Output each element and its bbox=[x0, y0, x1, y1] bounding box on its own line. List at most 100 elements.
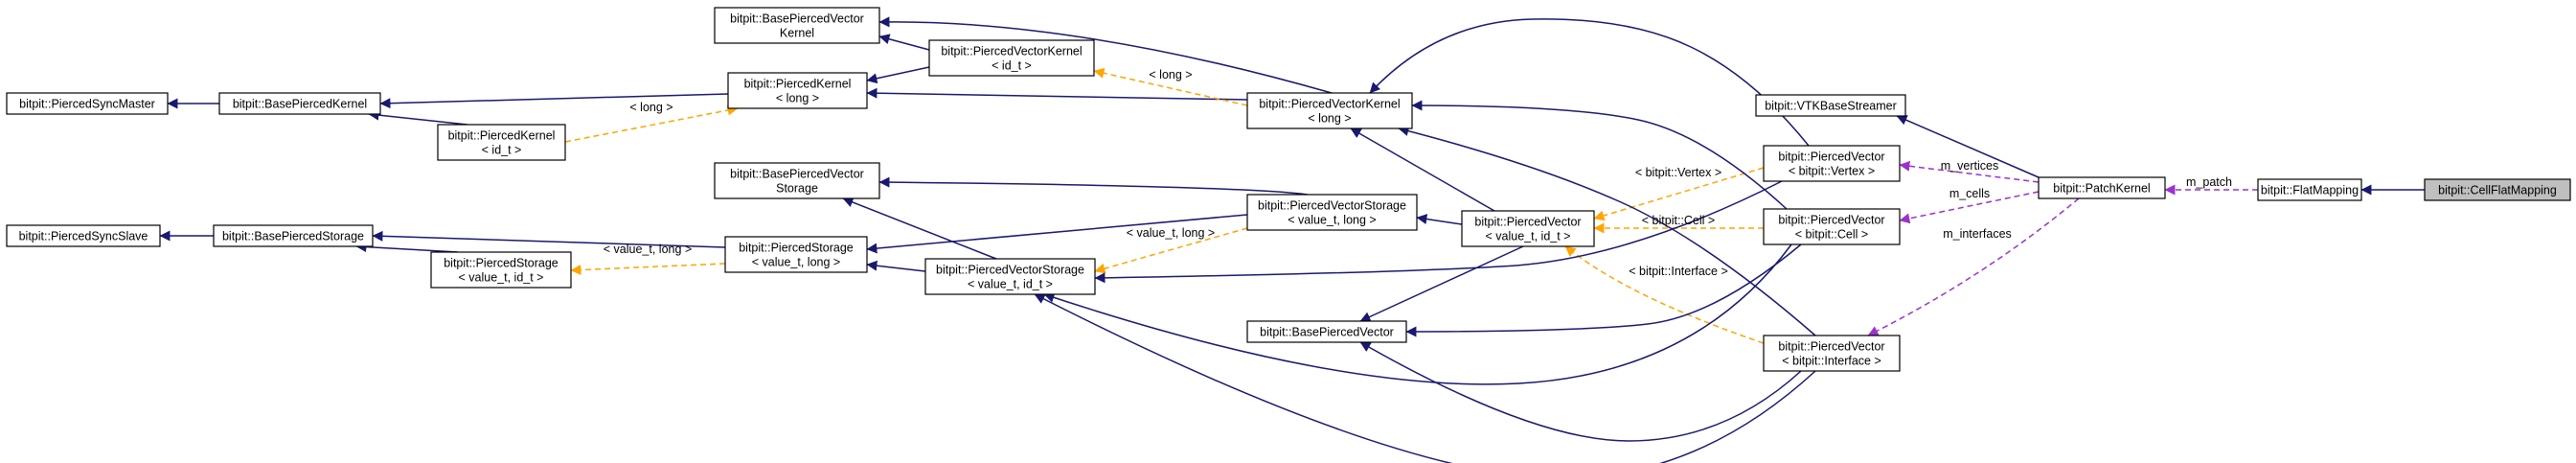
class-node-PiercedSyncSlave[interactable]: bitpit::PiercedSyncSlave bbox=[6, 224, 161, 247]
edge-line bbox=[1867, 197, 2080, 336]
edge-member-PV_Interface-PatchKernel bbox=[1867, 197, 2080, 336]
class-node-PV_Vertex[interactable]: bitpit::PiercedVector< bitpit::Vertex > bbox=[1763, 145, 1901, 182]
edge-inherit-PiercedVectorKernel_long-PV_Cell bbox=[1411, 100, 1788, 210]
class-name-line: < id_t > bbox=[482, 144, 522, 157]
class-node-PV_Cell[interactable]: bitpit::PiercedVector< bitpit::Cell > bbox=[1763, 208, 1901, 245]
edge-line bbox=[1094, 180, 1783, 284]
edge-template-PiercedVectorKernel_id-PiercedVectorKernel_long bbox=[1093, 67, 1248, 106]
class-name-line: bitpit::BasePiercedVector bbox=[730, 12, 864, 26]
edge-template-PiercedVectorStorage_id-PiercedVectorStorage_long bbox=[1094, 227, 1248, 274]
class-node-PiercedVectorKernel_long[interactable]: bitpit::PiercedVectorKernel< long > bbox=[1246, 92, 1413, 129]
class-node-PV_Interface[interactable]: bitpit::PiercedVector< bitpit::Interface… bbox=[1763, 335, 1901, 372]
class-box bbox=[1246, 92, 1413, 129]
class-box bbox=[1763, 208, 1901, 245]
class-name-line: < value_t, id_t > bbox=[968, 278, 1053, 291]
class-box bbox=[1763, 335, 1901, 372]
edge-line bbox=[355, 242, 459, 253]
edge-label: m_vertices bbox=[1941, 159, 1998, 173]
class-node-PiercedStorage_id[interactable]: bitpit::PiercedStorage< value_t, id_t > bbox=[430, 251, 572, 289]
edge-inherit-PiercedStorage_long-PiercedVectorStorage_id bbox=[866, 260, 926, 272]
class-box bbox=[437, 124, 566, 161]
class-box bbox=[714, 162, 880, 199]
edge-label: < long > bbox=[1149, 68, 1192, 81]
class-node-PiercedKernel_long[interactable]: bitpit::PiercedKernel< long > bbox=[727, 72, 868, 109]
class-node-BasePiercedVector[interactable]: bitpit::BasePiercedVector bbox=[1246, 320, 1407, 343]
edge-line bbox=[878, 16, 1333, 94]
class-name-line: bitpit::VTKBaseStreamer bbox=[1765, 100, 1897, 113]
class-name-line: bitpit::BasePiercedVector bbox=[1260, 326, 1394, 339]
class-node-PiercedVector[interactable]: bitpit::PiercedVector< value_t, id_t > bbox=[1461, 210, 1595, 247]
class-node-CellFlatMapping[interactable]: bitpit::CellFlatMapping bbox=[2424, 178, 2571, 201]
class-node-PiercedVectorStorage_id[interactable]: bitpit::PiercedVectorStorage< value_t, i… bbox=[924, 258, 1096, 295]
class-node-PiercedKernel_id[interactable]: bitpit::PiercedKernel< id_t > bbox=[437, 124, 566, 161]
edge-template-PiercedVector-PV_Interface bbox=[1564, 245, 1765, 344]
class-name-line: bitpit::PiercedVector bbox=[1778, 340, 1884, 354]
edge-template-PiercedStorage_id-PiercedStorage_long bbox=[570, 263, 726, 276]
class-box bbox=[6, 92, 169, 115]
edge-inherit-BasePiercedVectorStorage-PiercedVectorStorage_long bbox=[878, 176, 1309, 196]
class-box bbox=[218, 92, 381, 115]
class-name-line: bitpit::PiercedKernel bbox=[448, 129, 556, 143]
class-box bbox=[1461, 210, 1595, 247]
edge-inherit-BasePiercedKernel-PiercedKernel_id bbox=[368, 109, 468, 126]
edge-label: < value_t, long > bbox=[1127, 226, 1215, 240]
class-node-PiercedVectorKernel_id[interactable]: bitpit::PiercedVectorKernel< id_t > bbox=[928, 39, 1095, 77]
class-name-line: < value_t, id_t > bbox=[459, 271, 544, 285]
class-name-line: < bitpit::Interface > bbox=[1782, 355, 1881, 368]
class-node-PiercedStorage_long[interactable]: bitpit::PiercedStorage< value_t, long > bbox=[724, 236, 868, 273]
class-box bbox=[1755, 94, 1906, 117]
edge-line bbox=[842, 197, 997, 260]
class-name-line: < bitpit::Cell > bbox=[1795, 228, 1868, 242]
class-box bbox=[213, 224, 374, 247]
class-name-line: bitpit::PiercedSyncSlave bbox=[19, 230, 148, 243]
class-node-BasePiercedKernel[interactable]: bitpit::BasePiercedKernel bbox=[218, 92, 381, 115]
edge-inherit-BasePiercedVectorKernel-PiercedVectorKernel_id bbox=[878, 34, 930, 51]
class-node-PatchKernel[interactable]: bitpit::PatchKernel bbox=[2038, 176, 2166, 199]
class-node-PiercedVectorStorage_long[interactable]: bitpit::PiercedVectorStorage< value_t, l… bbox=[1246, 194, 1418, 231]
edge-inherit-PiercedStorage_long-PiercedVectorStorage_long bbox=[866, 214, 1248, 254]
edge-inherit-BasePiercedStorage-PiercedStorage_long bbox=[372, 230, 726, 248]
edge-label: < long > bbox=[629, 101, 672, 114]
edge-label: m_patch bbox=[2186, 175, 2232, 189]
edge-inherit-BasePiercedVector-PV_Interface bbox=[1359, 341, 1802, 442]
class-name-line: bitpit::BasePiercedVector bbox=[730, 168, 864, 181]
class-name-line: bitpit::CellFlatMapping bbox=[2438, 184, 2557, 197]
edge-line bbox=[1398, 126, 1816, 336]
edge-member-PV_Cell-PatchKernel bbox=[1899, 191, 2040, 224]
edge-line bbox=[1093, 67, 1248, 106]
class-node-FlatMapping[interactable]: bitpit::FlatMapping bbox=[2257, 178, 2362, 201]
class-box bbox=[2038, 176, 2166, 199]
class-name-line: bitpit::PiercedVector bbox=[1778, 150, 1884, 164]
class-node-PiercedSyncMaster[interactable]: bitpit::PiercedSyncMaster bbox=[6, 92, 169, 115]
edge-line bbox=[866, 214, 1248, 254]
edge-inherit-PiercedKernel_long-PiercedVectorKernel_long bbox=[866, 87, 1248, 101]
class-name-line: < value_t, id_t > bbox=[1486, 230, 1571, 243]
edge-inherit-BasePiercedVector-PiercedVector bbox=[1359, 245, 1524, 322]
edge-line bbox=[1411, 100, 1788, 210]
class-node-BasePiercedStorage[interactable]: bitpit::BasePiercedStorage bbox=[213, 224, 374, 247]
edge-inherit-PiercedVectorStorage_id-PV_Cell bbox=[1043, 243, 1792, 385]
edge-line bbox=[878, 34, 930, 51]
edge-template-PiercedVector-PV_Vertex bbox=[1593, 167, 1765, 221]
edge-inherit-BasePiercedVectorStorage-PiercedVectorStorage_id bbox=[842, 197, 997, 260]
class-name-line: bitpit::BasePiercedStorage bbox=[222, 230, 364, 243]
edge-member-PV_Vertex-PatchKernel bbox=[1899, 160, 2040, 183]
edge-line bbox=[1043, 243, 1792, 385]
class-node-VTKBaseStreamer[interactable]: bitpit::VTKBaseStreamer bbox=[1755, 94, 1906, 117]
edge-label: m_interfaces bbox=[1943, 227, 2012, 241]
edge-line bbox=[1896, 115, 2040, 178]
class-box bbox=[430, 251, 572, 289]
class-name-line: Storage bbox=[776, 182, 818, 196]
edge-line bbox=[1405, 243, 1802, 337]
class-box bbox=[6, 224, 161, 247]
class-name-line: bitpit::PiercedStorage bbox=[444, 257, 559, 270]
edge-line bbox=[866, 260, 926, 272]
class-name-line: < value_t, long > bbox=[1288, 214, 1376, 227]
edge-line bbox=[1899, 191, 2040, 224]
edge-line bbox=[368, 109, 468, 126]
class-name-line: bitpit::PiercedVector bbox=[1778, 214, 1884, 227]
